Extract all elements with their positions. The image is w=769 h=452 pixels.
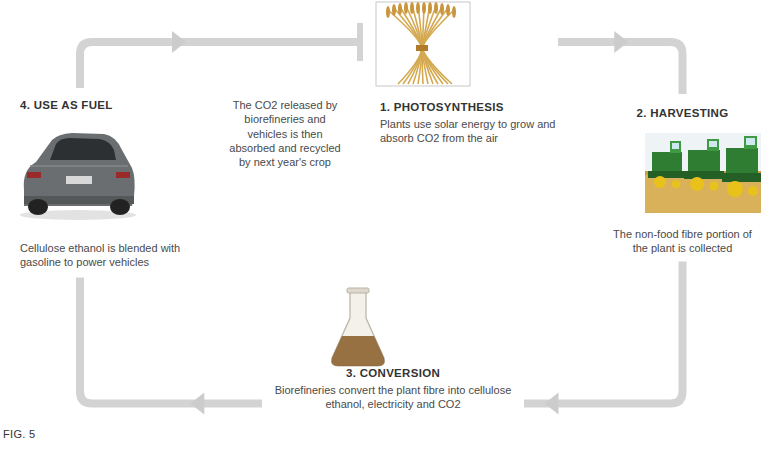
harvester-photo	[645, 133, 761, 213]
stage-description: Cellulose ethanol is blended with gasoli…	[20, 241, 220, 270]
wheat-photo	[376, 2, 470, 86]
stage-title: 1. PHOTOSYNTHESIS	[380, 100, 556, 115]
stage-node: 1. PHOTOSYNTHESIS Plants use solar energy…	[380, 2, 556, 146]
stage-node: 3. CONVERSION Biorefineries convert the p…	[268, 286, 518, 412]
end-bar	[357, 23, 363, 61]
stage-title: 3. CONVERSION	[268, 366, 518, 381]
stage-node: 2. HARVESTING The non-food fibre portion …	[605, 106, 760, 256]
arrow-head	[190, 393, 204, 415]
cycle-connector	[80, 42, 360, 88]
stage-description: The non-food fibre portion of the plant …	[605, 227, 760, 256]
stage-node: 4. USE AS FUEL Cellulose ethanol is blend…	[20, 98, 220, 270]
stage-title: 2. HARVESTING	[605, 106, 760, 121]
arrow-head	[545, 393, 559, 415]
cycle-connector	[80, 278, 262, 404]
cycle-connector	[558, 42, 683, 94]
arrow-head	[614, 31, 628, 53]
arrow-head	[172, 31, 186, 53]
cycle-connector	[524, 262, 683, 404]
stage-description: Plants use solar energy to grow and abso…	[380, 117, 556, 146]
figure-number: FIG. 5	[3, 428, 83, 440]
flask-picture	[332, 288, 385, 366]
note-text: The CO2 released by biorefineries and ve…	[224, 98, 346, 169]
stage-description: Biorefineries convert the plant fibre in…	[268, 383, 518, 412]
stage-title: 4. USE AS FUEL	[20, 98, 220, 113]
car-picture	[20, 133, 136, 220]
